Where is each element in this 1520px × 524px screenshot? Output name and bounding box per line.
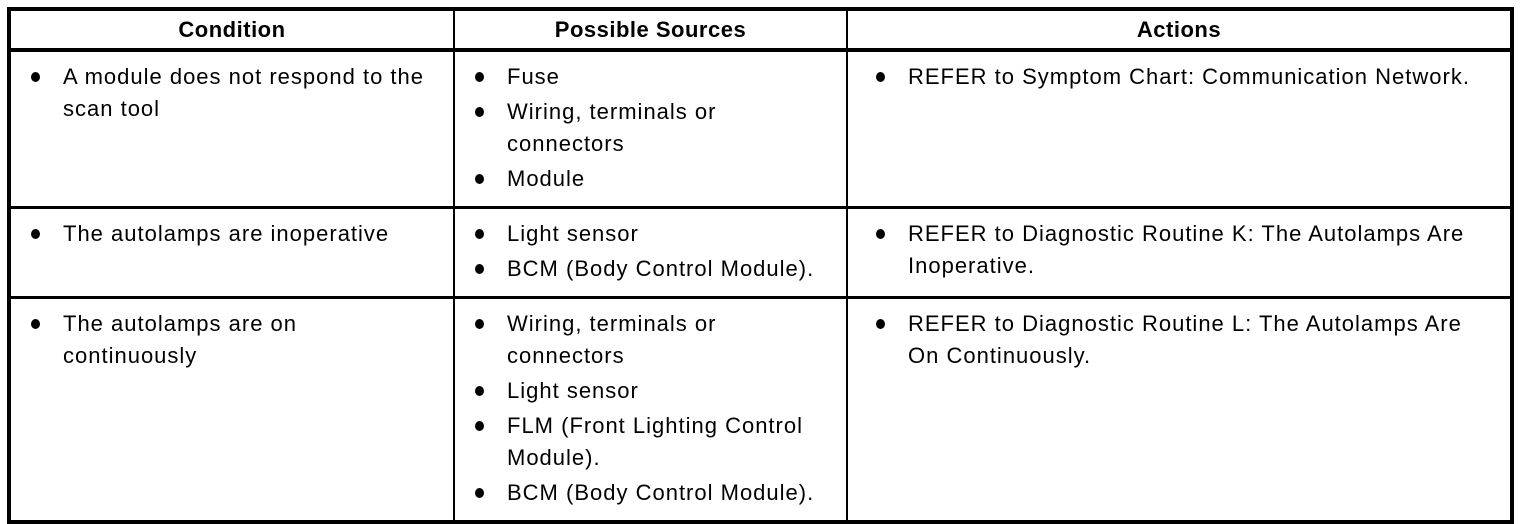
item-text: Wiring, terminals or connectors xyxy=(507,99,717,156)
condition-cell: The autolamps are on continuously xyxy=(9,296,454,522)
item-text: REFER to Symptom Chart: Communication Ne… xyxy=(908,64,1470,89)
item-text: The autolamps are inoperative xyxy=(63,221,390,246)
bullet-icon xyxy=(31,229,40,239)
list-item: BCM (Body Control Module). xyxy=(455,253,838,285)
item-text: REFER to Diagnostic Routine K: The Autol… xyxy=(908,221,1465,278)
list-item: REFER to Diagnostic Routine K: The Autol… xyxy=(848,218,1502,282)
list-item: Module xyxy=(455,163,838,195)
item-text: Light sensor xyxy=(507,221,639,246)
bullet-icon xyxy=(475,421,484,431)
item-text: BCM (Body Control Module). xyxy=(507,480,815,505)
table-body: A module does not respond to the scan to… xyxy=(9,48,1512,522)
bullet-icon xyxy=(876,72,885,82)
list-item: The autolamps are inoperative xyxy=(11,218,445,250)
item-text: Wiring, terminals or connectors xyxy=(507,311,717,368)
list-item: Fuse xyxy=(455,61,838,93)
item-text: Light sensor xyxy=(507,378,639,403)
list-item: Wiring, terminals or connectors xyxy=(455,308,838,372)
table-row: The autolamps are on continuously Wiring,… xyxy=(9,296,1512,522)
item-text: A module does not respond to the scan to… xyxy=(63,64,425,121)
item-text: REFER to Diagnostic Routine L: The Autol… xyxy=(908,311,1462,368)
bullet-icon xyxy=(475,319,484,329)
condition-list: The autolamps are inoperative xyxy=(11,218,445,250)
list-item: REFER to Symptom Chart: Communication Ne… xyxy=(848,61,1502,93)
bullet-icon xyxy=(475,174,484,184)
column-header-condition: Condition xyxy=(9,9,454,52)
actions-list: REFER to Symptom Chart: Communication Ne… xyxy=(848,61,1502,93)
list-item: BCM (Body Control Module). xyxy=(455,477,838,509)
condition-list: A module does not respond to the scan to… xyxy=(11,61,445,125)
item-text: Fuse xyxy=(507,64,560,89)
table-row: The autolamps are inoperative Light senso… xyxy=(9,206,1512,298)
bullet-icon xyxy=(31,72,40,82)
column-header-possible-sources: Possible Sources xyxy=(453,9,847,52)
bullet-icon xyxy=(475,488,484,498)
list-item: REFER to Diagnostic Routine L: The Autol… xyxy=(848,308,1502,372)
symptom-chart: Condition Possible Sources Actions A mod… xyxy=(7,7,1514,524)
actions-cell: REFER to Diagnostic Routine L: The Autol… xyxy=(846,296,1512,522)
list-item: A module does not respond to the scan to… xyxy=(11,61,445,125)
actions-cell: REFER to Symptom Chart: Communication Ne… xyxy=(846,48,1512,208)
bullet-icon xyxy=(475,229,484,239)
item-text: The autolamps are on continuously xyxy=(63,311,298,368)
bullet-icon xyxy=(876,229,885,239)
actions-cell: REFER to Diagnostic Routine K: The Autol… xyxy=(846,206,1512,298)
list-item: The autolamps are on continuously xyxy=(11,308,445,372)
condition-list: The autolamps are on continuously xyxy=(11,308,445,372)
item-text: FLM (Front Lighting Control Module). xyxy=(507,413,803,470)
bullet-icon xyxy=(876,319,885,329)
symptom-table: Condition Possible Sources Actions A mod… xyxy=(7,7,1514,524)
list-item: Wiring, terminals or connectors xyxy=(455,96,838,160)
table-row: A module does not respond to the scan to… xyxy=(9,48,1512,208)
list-item: Light sensor xyxy=(455,218,838,250)
list-item: Light sensor xyxy=(455,375,838,407)
bullet-icon xyxy=(31,319,40,329)
table-header-row: Condition Possible Sources Actions xyxy=(9,9,1512,52)
bullet-icon xyxy=(475,386,484,396)
actions-list: REFER to Diagnostic Routine K: The Autol… xyxy=(848,218,1502,282)
bullet-icon xyxy=(475,264,484,274)
table-header: Condition Possible Sources Actions xyxy=(9,9,1512,52)
condition-cell: A module does not respond to the scan to… xyxy=(9,48,454,208)
item-text: BCM (Body Control Module). xyxy=(507,256,815,281)
column-header-actions: Actions xyxy=(846,9,1512,52)
bullet-icon xyxy=(475,107,484,117)
list-item: FLM (Front Lighting Control Module). xyxy=(455,410,838,474)
item-text: Module xyxy=(507,166,586,191)
bullet-icon xyxy=(475,72,484,82)
actions-list: REFER to Diagnostic Routine L: The Autol… xyxy=(848,308,1502,372)
condition-cell: The autolamps are inoperative xyxy=(9,206,454,298)
